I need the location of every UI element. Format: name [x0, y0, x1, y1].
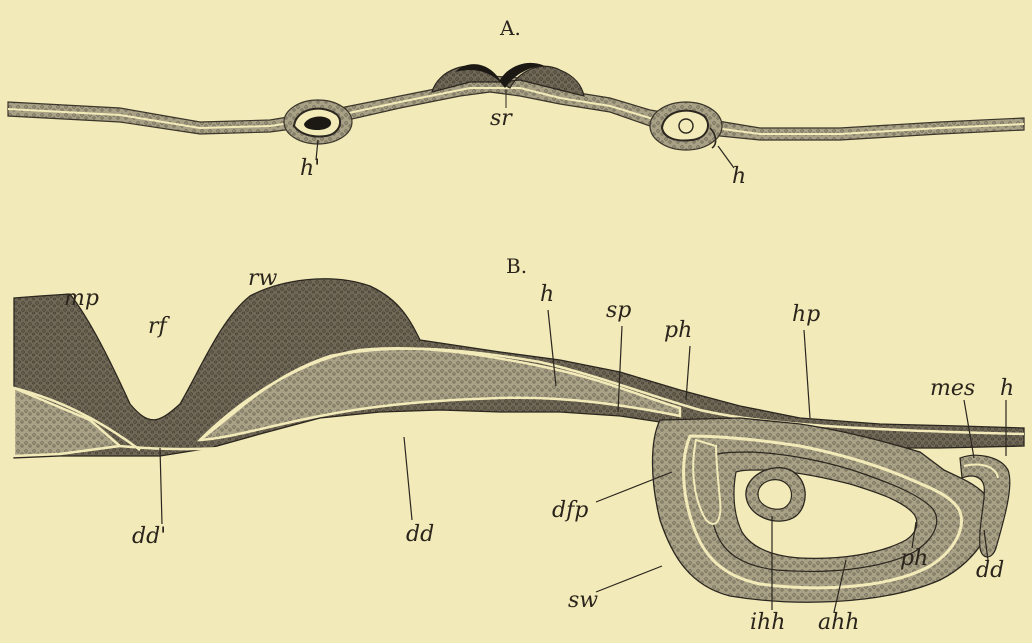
label-mp: mp: [64, 288, 99, 310]
label-sp: sp: [606, 300, 631, 322]
label-rw: rw: [248, 268, 277, 290]
label-sr: sr: [490, 108, 512, 130]
panel-b-leader-dd-prime: [160, 448, 162, 524]
label-dd-right: dd: [976, 560, 1004, 582]
panel-a-title: A.: [500, 18, 521, 38]
label-h-prime: h': [300, 158, 320, 180]
label-h-right: h: [1000, 378, 1014, 400]
panel-b-leader-hp: [804, 330, 810, 418]
label-hp: hp: [792, 304, 820, 326]
label-dfp: dfp: [552, 500, 588, 522]
panel-b-title: B.: [506, 256, 527, 276]
panel-a-section: [8, 63, 1024, 168]
label-ahh: ahh: [818, 612, 859, 634]
panel-a-right-heart: [650, 102, 722, 150]
panel-b-leader-sw: [596, 566, 662, 592]
label-dd: dd: [406, 524, 434, 546]
label-rf: rf: [148, 316, 167, 338]
label-h-b: h: [540, 284, 554, 306]
panel-b-leader-dd: [404, 437, 412, 520]
label-ph-lower: ph: [900, 548, 928, 570]
label-ihh: ihh: [750, 612, 785, 634]
label-mes: mes: [930, 378, 975, 400]
label-h-a: h: [732, 166, 746, 188]
label-ph-upper: ph: [664, 320, 692, 342]
label-dd-prime: dd': [132, 526, 166, 548]
panel-a-left-heart: [284, 100, 352, 144]
label-sw: sw: [568, 590, 598, 612]
panel-a-membrane: [8, 76, 1024, 140]
